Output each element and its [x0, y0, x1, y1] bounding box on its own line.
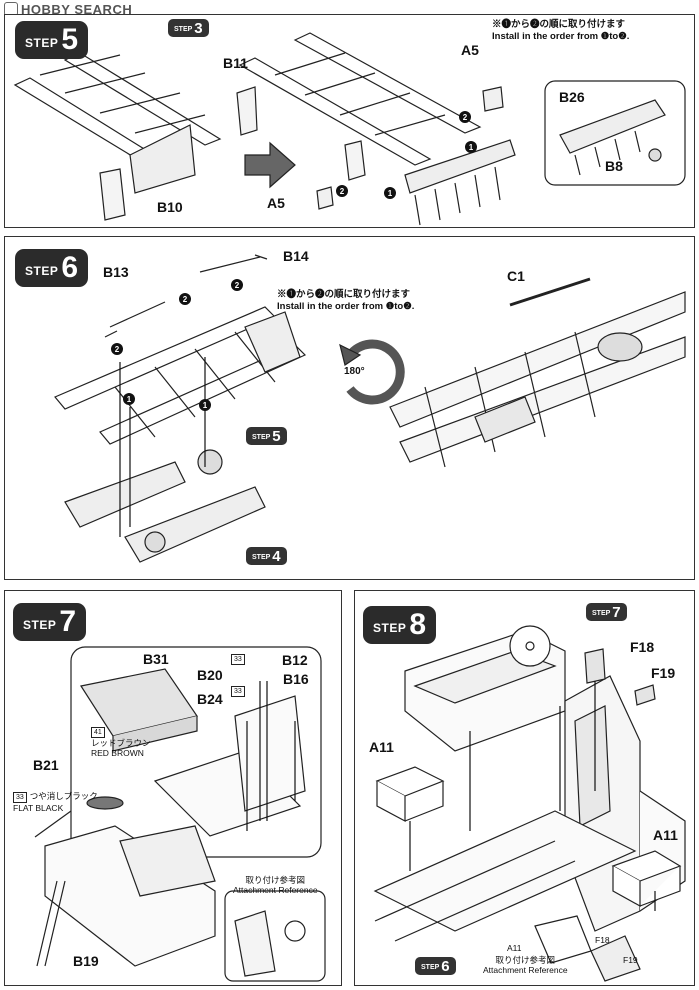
- step-7-attachment-reference: 取り付け参考図 Attachment Reference: [233, 875, 318, 895]
- step-8-attachment-reference: 取り付け参考図 Attachment Reference: [483, 955, 568, 975]
- svg-text:1: 1: [469, 143, 474, 152]
- label-a5-top: A5: [461, 42, 479, 58]
- label-f18: F18: [630, 639, 655, 655]
- label-a11-right: A11: [653, 827, 678, 843]
- inset-f19-label: F19: [623, 955, 638, 965]
- label-b11: B11: [223, 55, 248, 71]
- label-c1: C1: [507, 268, 525, 284]
- svg-text:1: 1: [388, 189, 393, 198]
- label-b24: B24: [197, 691, 223, 707]
- inset-f18-label: F18: [595, 935, 610, 945]
- step-5-order-note: ※❶から❷の順に取り付けます Install in the order from…: [492, 19, 630, 42]
- red-brown-paint: 41 レッドブラウン RED BROWN: [91, 727, 151, 758]
- svg-text:2: 2: [115, 345, 120, 354]
- label-b12: B12: [282, 652, 308, 668]
- label-a5-bottom: A5: [267, 195, 285, 211]
- step-6-order-note: ※❶から❷の順に取り付けます Install in the order from…: [277, 289, 415, 312]
- svg-text:1: 1: [203, 401, 208, 410]
- svg-text:1: 1: [127, 395, 132, 404]
- label-b14: B14: [283, 248, 309, 264]
- label-b16: B16: [283, 671, 309, 687]
- label-f19: F19: [651, 665, 676, 681]
- label-b19: B19: [73, 953, 99, 969]
- label-b8: B8: [605, 158, 623, 174]
- svg-text:2: 2: [463, 113, 468, 122]
- b20-paint-code: 33: [231, 653, 248, 665]
- step-5-illustration: 1 2 1 2: [13, 32, 686, 226]
- svg-text:2: 2: [235, 281, 240, 290]
- label-b31: B31: [143, 651, 169, 667]
- label-b10: B10: [157, 199, 183, 215]
- svg-text:2: 2: [183, 295, 188, 304]
- b12-paint-code: 33: [231, 685, 248, 697]
- inset-a11-label: A11: [507, 943, 522, 953]
- label-b26: B26: [559, 89, 585, 105]
- step-7-illustration: [34, 646, 326, 982]
- label-b13: B13: [103, 264, 129, 280]
- step-6-illustration: 2 1 2 2 1: [54, 254, 686, 563]
- label-b20: B20: [197, 667, 223, 683]
- label-b21: B21: [33, 757, 59, 773]
- step-8-illustration: [373, 625, 686, 982]
- label-a11-left: A11: [369, 739, 394, 755]
- rotate-180-label: 180°: [344, 366, 365, 377]
- svg-text:2: 2: [340, 187, 345, 196]
